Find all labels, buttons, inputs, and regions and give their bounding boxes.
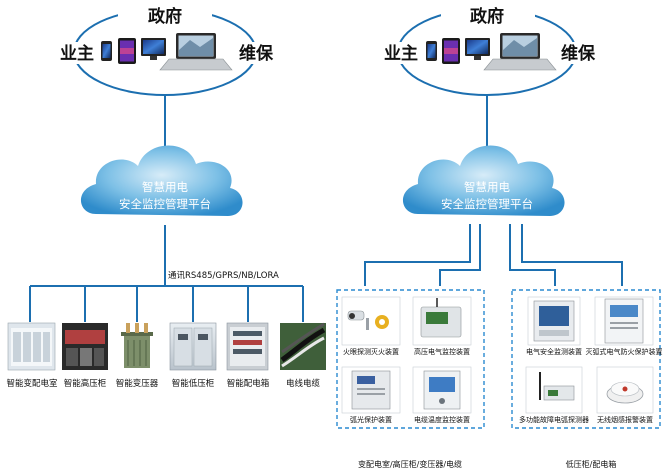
- group1-caption: 变配电室/高压柜/变压器/电缆: [358, 459, 462, 469]
- branch-lines: [364, 224, 623, 286]
- group2-label-3: 多功能故障电弧探测器: [519, 415, 589, 424]
- fire-detector-device: [341, 296, 401, 346]
- owner-label: 业主: [60, 43, 94, 64]
- laptop-icon-right: [483, 33, 557, 71]
- device-substation: [7, 322, 56, 371]
- group1-box: [336, 289, 485, 429]
- device-hv-cabinet: [62, 323, 108, 370]
- tablet-icon-right: [442, 38, 460, 64]
- arc-fire-protect-device: [594, 296, 654, 346]
- group1-label-2: 高压电气监控装置: [414, 347, 470, 356]
- device-transformer: [121, 323, 153, 368]
- device-distribution-box: [226, 322, 269, 371]
- cloud-platform: [80, 145, 243, 216]
- group2-box: [511, 289, 661, 429]
- maint-label-right: 维保: [561, 43, 596, 64]
- left-diagram: 政府 业主 维保 智慧用电 安全监控管理平台 通讯: [6, 5, 326, 389]
- safety-monitor-device: [527, 296, 581, 346]
- cloud-platform-right: [402, 145, 565, 216]
- device-label-3: 智能变压器: [116, 378, 159, 389]
- gov-label: 政府: [148, 6, 182, 27]
- arc-protection-device: [341, 366, 401, 414]
- cable-temp-device: [412, 366, 472, 414]
- arc-fault-detector-device: [525, 366, 583, 414]
- laptop-icon: [159, 33, 233, 71]
- group2-label-1: 电气安全监测装置: [526, 347, 582, 356]
- cloud-title-line1: 智慧用电: [142, 180, 188, 194]
- cloud-title-line1-right: 智慧用电: [464, 180, 510, 194]
- gov-label-right: 政府: [470, 6, 504, 27]
- group2-caption: 低压柜/配电箱: [566, 459, 617, 469]
- owner-label-right: 业主: [384, 43, 418, 64]
- monitor-icon: [141, 38, 166, 60]
- tablet-icon: [118, 38, 136, 64]
- bus-lines: [29, 285, 304, 322]
- group2-label-2: 灭弧式电气防火保护装置: [586, 347, 663, 356]
- monitor-icon-right: [465, 38, 490, 60]
- hv-monitor-device: [412, 296, 472, 346]
- right-diagram: 政府 业主 维保 智慧用电 安全监控管理平台: [336, 5, 663, 469]
- device-label-1: 智能变配电室: [6, 378, 58, 389]
- wireless-smoke-device: [596, 366, 654, 414]
- phone-icon: [101, 41, 112, 61]
- comm-protocol-label: 通讯RS485/GPRS/NB/LORA: [168, 270, 279, 281]
- group1-label-1: 火眼探测灭火装置: [343, 347, 399, 356]
- device-cable: [280, 322, 326, 370]
- maint-label: 维保: [239, 43, 274, 64]
- phone-icon-right: [426, 41, 437, 61]
- cloud-title-line2: 安全监控管理平台: [119, 197, 211, 211]
- device-label-4: 智能低压柜: [172, 378, 215, 389]
- device-label-6: 电线电缆: [286, 378, 321, 389]
- group1-label-4: 电缆温度监控装置: [414, 415, 470, 424]
- device-label-2: 智能高压柜: [64, 378, 107, 389]
- device-lv-cabinet: [169, 322, 217, 371]
- device-label-5: 智能配电箱: [227, 378, 270, 389]
- cloud-title-line2-right: 安全监控管理平台: [441, 197, 533, 211]
- group2-label-4: 无线烟感报警装置: [597, 415, 653, 424]
- group1-label-3: 弧光保护装置: [350, 415, 392, 424]
